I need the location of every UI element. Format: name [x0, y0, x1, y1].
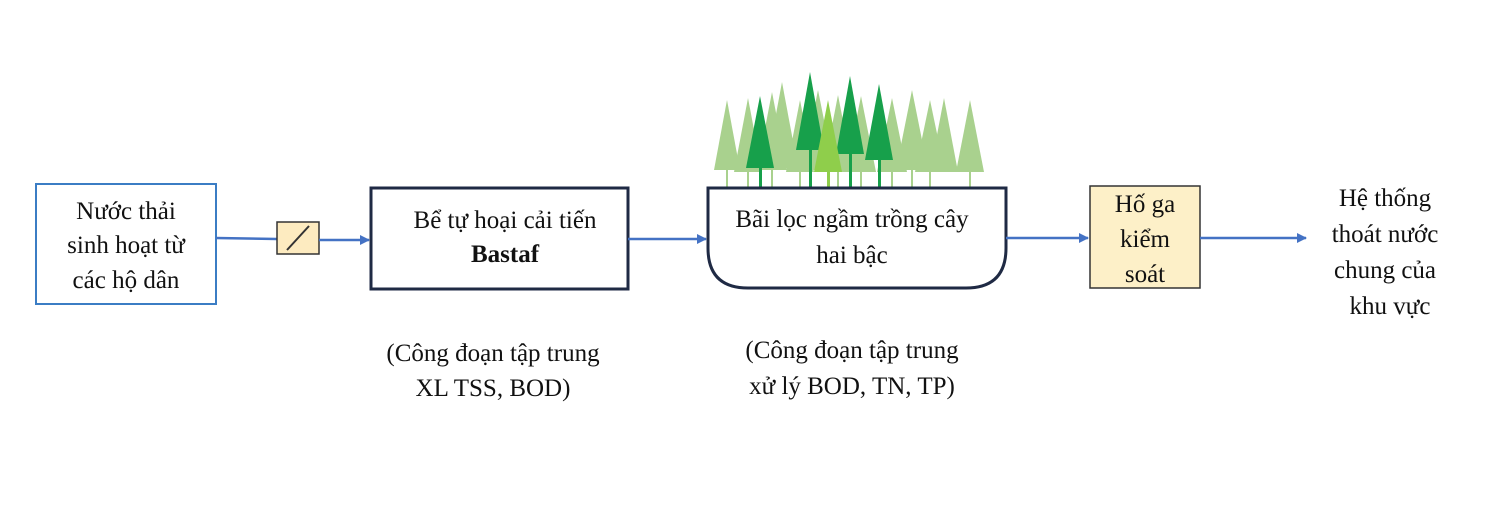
manhole-label-line-3: soát	[1125, 261, 1165, 288]
outlet-label-line-1: Hệ thống	[1339, 185, 1432, 212]
source-label-line-3: các hộ dân	[73, 267, 180, 294]
source-node: Nước thải sinh hoạt từ các hộ dân	[35, 183, 217, 305]
screen-filter-icon	[276, 221, 320, 255]
septic-tank-node: Bể tự hoại cải tiến Bastaf	[369, 186, 630, 291]
outlet-label-line-4: khu vực	[1350, 293, 1431, 320]
septic-label-line-2: Bastaf	[471, 241, 540, 268]
tree-icon	[714, 72, 984, 188]
wetland-node: Bãi lọc ngầm trồng cây hai bậc	[706, 186, 1008, 290]
tree-group-mid	[814, 100, 842, 188]
septic-note-line-1: (Công đoạn tập trung	[386, 340, 600, 367]
wetland-note-line-1: (Công đoạn tập trung	[745, 337, 959, 364]
manhole-label-line-2: kiểm	[1120, 226, 1171, 253]
wetland-stage-note: (Công đoạn tập trung xử lý BOD, TN, TP)	[745, 337, 959, 400]
manhole-label-line-1: Hố ga	[1115, 191, 1175, 218]
source-label-line-1: Nước thải	[76, 198, 176, 225]
connector-source-screen	[215, 236, 278, 241]
septic-label-line-1: Bể tự hoại cải tiến	[414, 207, 597, 234]
outlet-label-line-2: thoát nước	[1332, 221, 1439, 248]
wetland-label-line-1: Bãi lọc ngầm trồng cây	[735, 206, 969, 233]
outlet-node: Hệ thống thoát nước chung của khu vực	[1332, 185, 1439, 320]
source-label-line-2: sinh hoạt từ	[67, 232, 186, 259]
tree-group-dark	[746, 72, 893, 188]
septic-stage-note: (Công đoạn tập trung XL TSS, BOD)	[386, 340, 600, 402]
outlet-label-line-3: chung của	[1334, 257, 1436, 284]
manhole-node: Hố ga kiểm soát	[1089, 185, 1201, 289]
septic-note-line-2: XL TSS, BOD)	[416, 375, 571, 402]
wetland-label-line-2: hai bậc	[816, 242, 887, 269]
wetland-note-line-2: xử lý BOD, TN, TP)	[749, 373, 955, 400]
